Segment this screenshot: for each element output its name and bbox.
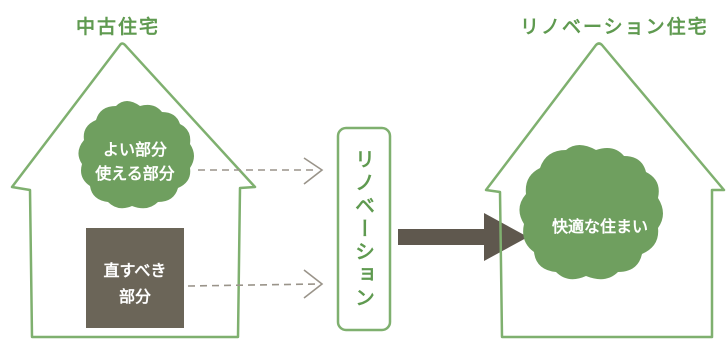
used-house-outline	[10, 42, 257, 339]
comfortable-home-blob	[519, 145, 663, 280]
renovation-label: リノベーション	[338, 128, 390, 330]
renovation-text: リノベーション	[351, 148, 376, 310]
renovated-house-title: リノベーション住宅	[520, 16, 709, 38]
solid-arrow	[398, 213, 528, 261]
renovated-house-outline	[484, 42, 726, 339]
fix-parts-line1: 直すべき	[103, 261, 167, 280]
good-parts-line1: よい部分	[102, 140, 167, 159]
good-parts-label: よい部分 使える部分	[70, 138, 200, 186]
dashed-arrow-top	[198, 157, 324, 185]
fix-parts-label: 直すべき 部分	[86, 258, 184, 310]
fix-parts-box	[86, 228, 184, 328]
good-parts-line2: 使える部分	[95, 164, 175, 183]
comfortable-home-label: 快適な住まい	[551, 217, 648, 236]
fix-parts-line2: 部分	[118, 287, 151, 306]
used-house-title: 中古住宅	[76, 16, 161, 38]
renovation-box	[336, 126, 392, 332]
dashed-arrow-bottom	[187, 269, 324, 299]
good-parts-blob	[78, 101, 194, 209]
